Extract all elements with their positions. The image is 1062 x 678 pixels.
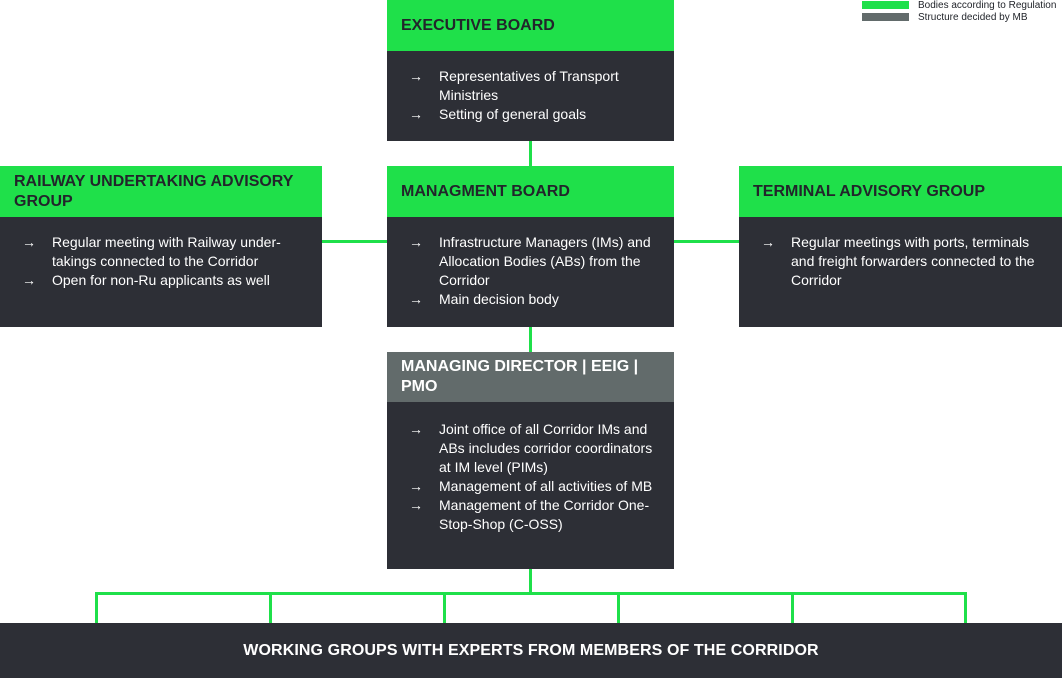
executive-board-body: →Representatives of Transport Ministries… bbox=[387, 51, 674, 141]
arrow-right-icon: → bbox=[409, 68, 423, 84]
arrow-right-icon: → bbox=[409, 106, 423, 122]
terminal-advisory-group-box: TERMINAL ADVISORY GROUP →Regular meeting… bbox=[739, 166, 1062, 327]
arrow-right-icon: → bbox=[409, 291, 423, 307]
connector-group-drop-2 bbox=[269, 592, 272, 624]
legend-swatch-regulation bbox=[862, 1, 909, 9]
managing-director-item: →Joint office of all Corridor IMs and AB… bbox=[409, 421, 653, 475]
connector-group-drop-1 bbox=[95, 592, 98, 624]
connector-director-to-groups bbox=[529, 569, 532, 594]
management-board-item: →Main decision body bbox=[409, 291, 559, 307]
arrow-right-icon: → bbox=[761, 234, 775, 250]
managing-director-title: MANAGING DIRECTOR | EEIG | PMO bbox=[387, 352, 674, 402]
executive-board-item: →Setting of general goals bbox=[409, 106, 587, 122]
arrow-right-icon: → bbox=[409, 497, 423, 513]
legend-label-regulation: Bodies according to Regulation bbox=[918, 0, 1057, 11]
connector-railway-to-mb bbox=[322, 240, 388, 243]
railway-advisory-group-title: RAILWAY UNDERTAKING ADVISORY GROUP bbox=[0, 166, 322, 217]
management-board-body: →Infrastructure Managers (IMs) and Alloc… bbox=[387, 217, 674, 327]
connector-group-drop-5 bbox=[791, 592, 794, 624]
connector-group-drop-6 bbox=[964, 592, 967, 624]
managing-director-box: MANAGING DIRECTOR | EEIG | PMO →Joint of… bbox=[387, 352, 674, 569]
railway-advisory-group-body: →Regular meeting with Railway under-taki… bbox=[0, 217, 322, 327]
arrow-right-icon: → bbox=[409, 478, 423, 494]
managing-director-item: →Management of the Corridor One-Stop-Sho… bbox=[409, 497, 650, 532]
executive-board-box: EXECUTIVE BOARD →Representatives of Tran… bbox=[387, 0, 674, 141]
connector-mb-to-director bbox=[529, 326, 532, 352]
working-groups-bar: WORKING GROUPS WITH EXPERTS FROM MEMBERS… bbox=[0, 623, 1062, 678]
connector-group-drop-3 bbox=[443, 592, 446, 624]
railway-advisory-group-box: RAILWAY UNDERTAKING ADVISORY GROUP →Regu… bbox=[0, 166, 322, 327]
connector-exec-to-mb bbox=[529, 141, 532, 166]
management-board-item: →Infrastructure Managers (IMs) and Alloc… bbox=[409, 234, 651, 288]
connector-group-drop-4 bbox=[617, 592, 620, 624]
management-board-title: MANAGMENT BOARD bbox=[387, 166, 674, 217]
railway-advisory-group-item: →Regular meeting with Railway under-taki… bbox=[22, 234, 281, 269]
connector-mb-to-terminal bbox=[674, 240, 739, 243]
terminal-advisory-group-title: TERMINAL ADVISORY GROUP bbox=[739, 166, 1062, 217]
connector-groups-horizontal bbox=[95, 592, 967, 595]
managing-director-item: →Management of all activities of MB bbox=[409, 478, 653, 494]
terminal-advisory-group-body: →Regular meetings with ports, terminals … bbox=[739, 217, 1062, 327]
arrow-right-icon: → bbox=[22, 234, 36, 250]
terminal-advisory-group-item: →Regular meetings with ports, terminals … bbox=[761, 234, 1035, 288]
managing-director-body: →Joint office of all Corridor IMs and AB… bbox=[387, 402, 674, 569]
arrow-right-icon: → bbox=[409, 234, 423, 250]
arrow-right-icon: → bbox=[22, 272, 36, 288]
legend-label-mb: Structure decided by MB bbox=[918, 12, 1028, 23]
executive-board-title: EXECUTIVE BOARD bbox=[387, 0, 674, 51]
working-groups-title: WORKING GROUPS WITH EXPERTS FROM MEMBERS… bbox=[243, 641, 819, 659]
railway-advisory-group-item: →Open for non-Ru applicants as well bbox=[22, 272, 270, 288]
executive-board-item: →Representatives of Transport Ministries bbox=[409, 68, 619, 103]
legend-swatch-mb bbox=[862, 13, 909, 21]
arrow-right-icon: → bbox=[409, 421, 423, 437]
management-board-box: MANAGMENT BOARD →Infrastructure Managers… bbox=[387, 166, 674, 327]
